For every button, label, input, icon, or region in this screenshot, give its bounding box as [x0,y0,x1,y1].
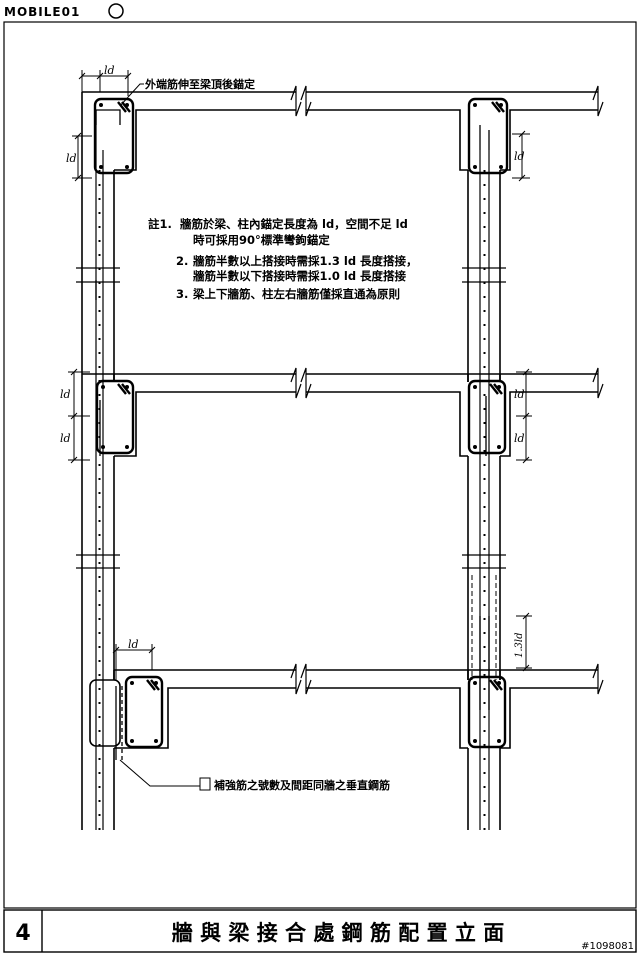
watermark-id: #1098081 [581,941,634,952]
dimension-labels: ld ld ld ld ld ld ld ld 1.3ld [60,64,525,658]
mobile01-logo: MOBILE01 [4,3,124,19]
dim-13ld: 1.3ld [514,632,525,658]
beam-stirrups [89,97,509,749]
sheet-number: 4 [15,921,30,946]
beam-break-marks [290,85,604,695]
dim-ld-left-2b: ld [60,432,71,445]
sheet-border [3,21,637,909]
note-2a: 牆筋半數以上搭接時需採1.3 ld 長度搭接， [193,254,418,268]
left-wall [76,92,120,830]
note-3: 梁上下牆筋、柱左右牆筋僅採直通為原則 [192,287,400,301]
dim-ld-bottom: ld [128,638,139,651]
dim-ld-top: ld [104,64,115,77]
beam-corner-bars [99,103,503,743]
bottom-callout-text: 補強筋之號數及間距同牆之垂直鋼筋 [213,778,390,792]
dimension-lines [68,70,532,680]
general-notes: 註1. 牆筋於梁、柱內錨定長度為 ld，空間不足 ld 時可採用90°標準彎鉤錨… [148,217,418,301]
top-callout-text: 外端筋伸至梁頂後錨定 [144,77,255,91]
wall-bar-anchors [95,109,490,760]
bottom-beam [113,669,598,749]
middle-beam [82,373,598,457]
dim-ld-right-2a: ld [514,388,525,401]
bottom-callout: 補強筋之號數及間距同牆之垂直鋼筋 [119,759,390,792]
note-1b: 時可採用90°標準彎鉤錨定 [193,233,330,247]
dim-ld-right-2b: ld [514,432,525,445]
dim-ld-left-2a: ld [60,388,71,401]
right-wall [462,150,506,830]
watermark-brand: MOBILE01 [4,5,80,19]
note-2-number: 2. [176,254,188,268]
note-3-number: 3. [176,287,188,301]
title-block: 4 牆 與 梁 接 合 處 鋼 筋 配 置 立 面 [3,909,637,953]
dim-ld-left-1: ld [66,152,77,165]
logo-circle-icon [108,3,124,19]
top-callout: 外端筋伸至梁頂後錨定 [119,77,255,107]
drawing-title: 牆 與 梁 接 合 處 鋼 筋 配 置 立 面 [172,921,504,945]
note-1a: 牆筋於梁、柱內錨定長度為 ld，空間不足 ld [180,217,408,231]
note-prefix: 註1. [148,217,172,231]
note-2b: 牆筋半數以下搭接時需採1.0 ld 長度搭接 [193,269,407,283]
dim-ld-right-1: ld [514,150,525,163]
